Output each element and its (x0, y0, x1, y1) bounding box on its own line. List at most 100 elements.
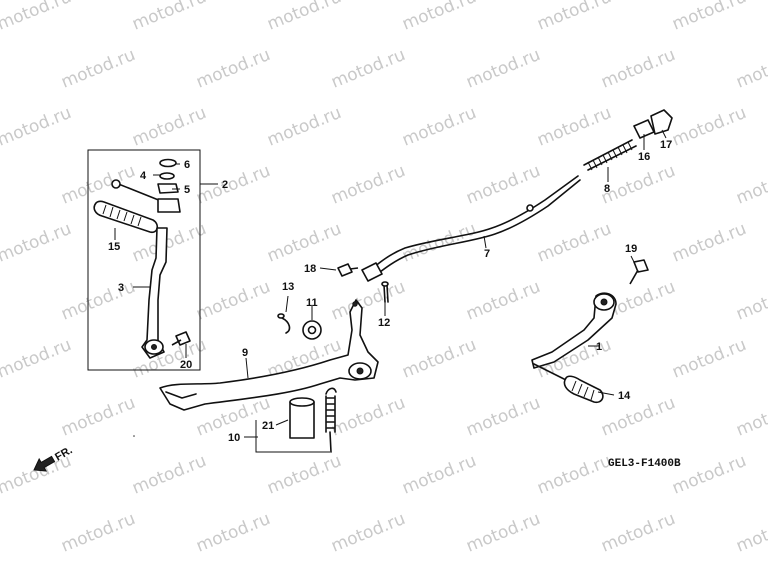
brake-rod-joint (526, 204, 534, 212)
callout-10: 10 (228, 432, 240, 444)
watermark-text: motod.ru (129, 335, 209, 383)
watermark-text: motod.ru (129, 0, 209, 35)
watermark-text: motod.ru (399, 103, 479, 151)
callout-19: 19 (625, 243, 637, 255)
watermark-text: motod.ru (264, 103, 344, 151)
pedal-spring (325, 387, 337, 453)
callout-11: 11 (306, 297, 318, 309)
watermark-text: motod.ru (193, 161, 273, 209)
callout-8: 8 (604, 183, 610, 195)
footrest-arm-hole (151, 344, 157, 350)
bolt-20 (171, 331, 191, 346)
bolt-18 (337, 263, 359, 277)
watermark-text: motod.ru (0, 335, 74, 383)
callout-1: 1 (596, 341, 602, 353)
watermark-text: motod.ru (0, 393, 3, 441)
brake-rod-spring-8 (583, 139, 637, 171)
brake-pedal-pivot-hole (356, 367, 364, 375)
watermark-text: motod.ru (669, 0, 749, 35)
watermark-text: motod.ru (669, 219, 749, 267)
watermark-text: motod.ru (399, 451, 479, 499)
footrest-assembly (87, 149, 201, 371)
watermark-text: motod.ru (129, 451, 209, 499)
watermark-text: motod.ru (264, 219, 344, 267)
watermark-text: motod.ru (193, 45, 273, 93)
watermark-text: motod.ru (328, 45, 408, 93)
watermark-text: motod.ru (129, 103, 209, 151)
watermark-text: motod.ru (0, 161, 3, 209)
group-bracket-2 (87, 149, 201, 371)
watermark-text: motod.ru (669, 103, 749, 151)
watermark-text: motod.ru (733, 161, 768, 209)
watermark-text: motod.ru (598, 393, 678, 441)
watermark-text: motod.ru (58, 393, 138, 441)
cotter-pin-13-head (277, 313, 285, 319)
brake-rod-clevis (361, 262, 383, 282)
callout-6: 6 (184, 159, 190, 171)
pedal-collar-21-top (289, 397, 315, 407)
adjusting-nut-17 (650, 109, 673, 135)
kick-starter-assembly (531, 259, 649, 404)
pedal-washer-11-hole (307, 325, 317, 335)
callout-17: 17 (660, 139, 672, 151)
watermark-text: motod.ru (0, 219, 74, 267)
footrest-bolt-head (111, 179, 121, 189)
watermark-text: motod.ru (463, 393, 543, 441)
brake-rod-7b (371, 179, 581, 279)
speck (133, 435, 135, 437)
brake-pedal-tread (165, 391, 197, 399)
kick-starter-rubber-14 (563, 375, 604, 404)
watermark-text: motod.ru (669, 335, 749, 383)
callout-12: 12 (378, 317, 390, 329)
watermark-text: motod.ru (598, 45, 678, 93)
watermark-text: motod.ru (534, 0, 614, 35)
watermark-text: motod.ru (463, 161, 543, 209)
watermark-text: motod.ru (534, 219, 614, 267)
brake-rod-7 (367, 175, 579, 273)
watermark-text: motod.ru (399, 335, 479, 383)
watermark-text: motod.ru (328, 277, 408, 325)
footrest-arm-3 (141, 227, 168, 359)
watermark-text: motod.ru (463, 277, 543, 325)
bolt-19 (629, 259, 649, 285)
group-bracket-10 (255, 420, 330, 453)
watermark-text: motod.ru (534, 451, 614, 499)
watermark-text: motod.ru (58, 509, 138, 557)
callout-20: 20 (180, 359, 192, 371)
callout-2: 2 (222, 179, 228, 191)
watermark-text: motod.ru (0, 509, 3, 557)
small-washer-6 (159, 158, 177, 168)
watermark-text: motod.ru (733, 277, 768, 325)
watermark-text: motod.ru (463, 509, 543, 557)
watermark-text: motod.ru (0, 277, 3, 325)
watermark-text: motod.ru (58, 277, 138, 325)
cotter-pin-12 (383, 284, 389, 303)
watermark-text: motod.ru (264, 0, 344, 35)
brake-pedal-upper-hole (352, 301, 358, 307)
watermark-text: motod.ru (193, 509, 273, 557)
watermark-text: motod.ru (399, 219, 479, 267)
watermark-text: motod.ru (733, 393, 768, 441)
watermark-text: motod.ru (463, 45, 543, 93)
callout-21: 21 (262, 420, 274, 432)
callout-9: 9 (242, 347, 248, 359)
brake-pedal-9 (159, 299, 379, 411)
callout-14: 14 (618, 390, 631, 402)
watermark-text: motod.ru (399, 0, 479, 35)
pedal-collar-21 (289, 401, 315, 439)
watermark-text: motod.ru (328, 393, 408, 441)
diagram-code: GEL3-F1400B (608, 458, 681, 470)
watermark-text: motod.ru (669, 451, 749, 499)
cotter-pin-13 (281, 317, 291, 334)
callout-layer: 1 2 3 4 5 6 7 8 9 10 11 12 13 14 15 16 1… (108, 139, 672, 444)
callout-7: 7 (484, 248, 490, 260)
watermark-text: motod.ru (598, 509, 678, 557)
callout-16: 16 (638, 151, 650, 163)
watermark-text: motod.ru (328, 509, 408, 557)
watermark-text: motod.ru (328, 161, 408, 209)
nut-collar (157, 198, 181, 213)
watermark-text: motod.ru (0, 45, 3, 93)
callout-18: 18 (304, 263, 316, 275)
rubber-ribs (102, 204, 142, 227)
callout-3: 3 (118, 282, 124, 294)
